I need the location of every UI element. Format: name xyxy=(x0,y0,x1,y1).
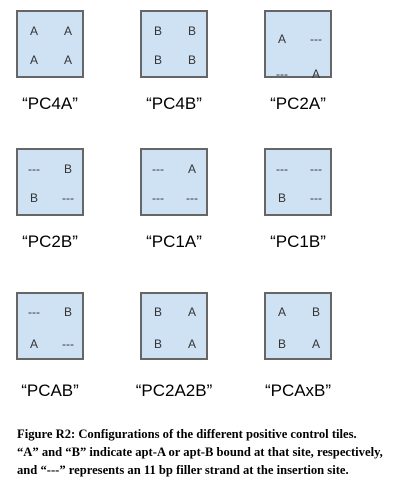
tile-pc1b: --- --- B --- xyxy=(264,148,332,216)
tile-site: B xyxy=(277,191,286,205)
caption-line-1: Figure R2: Configurations of the differe… xyxy=(17,427,357,441)
tile-site: --- xyxy=(186,191,198,205)
tile-label-pc2a2b: “PC2A2B” xyxy=(135,381,213,400)
tile-pc2b: --- B B --- xyxy=(16,148,84,216)
tile-site: B xyxy=(187,24,196,38)
tile-site: A xyxy=(187,305,196,319)
tile-site: B xyxy=(29,191,38,205)
tile-site: --- xyxy=(62,191,74,205)
tile-site: B xyxy=(63,162,72,176)
tile-site: --- xyxy=(152,191,164,205)
caption-line-3-rest: an 11 bp filler strand at the insertion … xyxy=(124,463,349,477)
tile-site: A xyxy=(311,67,320,81)
caption-line-3: and “---” represents an 11 bp filler str… xyxy=(17,461,397,479)
tile-site: B xyxy=(277,337,286,351)
tile-site: --- xyxy=(152,162,164,176)
caption-line-2-rest: apt-A or apt-B bound at that site, respe… xyxy=(132,445,383,459)
tile-label-pc1a: “PC1A” xyxy=(146,232,202,251)
tile-site: --- xyxy=(310,191,322,205)
tile-site: A xyxy=(187,337,196,351)
tile-site: --- xyxy=(276,162,288,176)
tile-site: A xyxy=(63,24,72,38)
caption-line-3-bold: and “---” represents xyxy=(17,463,125,477)
tile-site: A xyxy=(63,53,72,67)
tile-site: --- xyxy=(310,32,322,46)
tile-label-pc1b: “PC1B” xyxy=(270,232,326,251)
tile-site: A xyxy=(29,24,38,38)
tile-label-pc2a: “PC2A” xyxy=(270,94,326,113)
figure-caption: Figure R2: Configurations of the differe… xyxy=(17,425,397,479)
tile-pc4b: B B B B xyxy=(140,10,208,78)
caption-line-2-bold: “A” and “B” indicate xyxy=(17,445,133,459)
caption-line-2: “A” and “B” indicate apt-A or apt-B boun… xyxy=(17,443,397,461)
tile-label-pcaxb: “PCAxB” xyxy=(264,381,332,400)
tile-site: A xyxy=(29,53,38,67)
tile-site: B xyxy=(63,305,72,319)
tile-site: B xyxy=(153,24,162,38)
tile-site: A xyxy=(187,162,196,176)
tile-label-pcab: “PCAB” xyxy=(21,381,79,400)
tile-site: A xyxy=(277,32,286,46)
tile-site: A xyxy=(311,337,320,351)
tile-label-pc4a: “PC4A” xyxy=(22,94,78,113)
tile-label-pc2b: “PC2B” xyxy=(22,232,78,251)
tile-pcab: --- B A --- xyxy=(16,292,84,360)
tile-site: A xyxy=(277,305,286,319)
tile-site: --- xyxy=(62,337,74,351)
tile-site: --- xyxy=(276,67,288,81)
tile-site: B xyxy=(153,53,162,67)
tile-pc1a: --- A --- --- xyxy=(140,148,208,216)
tile-site: --- xyxy=(28,305,40,319)
tile-pc2a: A --- --- A xyxy=(264,10,332,81)
tile-site: --- xyxy=(28,162,40,176)
tile-site: B xyxy=(187,53,196,67)
tile-pc4a: A A A A xyxy=(16,10,84,78)
tile-site: --- xyxy=(310,162,322,176)
tile-site: B xyxy=(153,337,162,351)
tile-site: B xyxy=(311,305,320,319)
tile-label-pc4b: “PC4B” xyxy=(146,94,202,113)
tile-pc2a2b: B A B A xyxy=(140,292,208,360)
tile-site: B xyxy=(153,305,162,319)
tile-site: A xyxy=(29,337,38,351)
tile-pcaxb: A B B A xyxy=(264,292,332,360)
